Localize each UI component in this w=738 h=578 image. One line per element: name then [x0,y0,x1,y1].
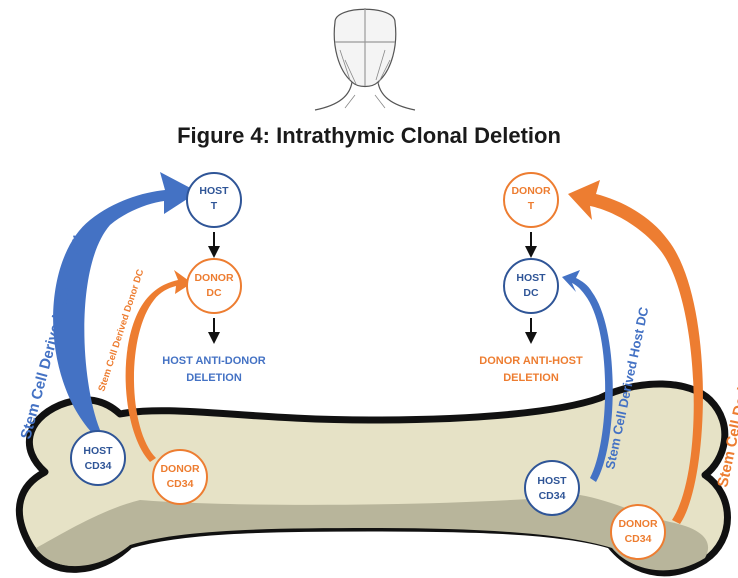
right-result-line2: DELETION [503,372,559,384]
left-result-line1: HOST ANTI-DONOR [162,355,266,367]
right-result-line1: DONOR ANTI-HOST [479,355,583,367]
right-donor-cd34-line2: CD34 [625,533,652,545]
right-host-cd34-line1: HOST [537,475,567,487]
right-donor-t-line2: T [528,200,535,212]
left-result-line2: DELETION [186,372,242,384]
left-donor-dc-line1: DONOR [194,272,234,284]
left-host-t-line1: HOST [199,185,229,197]
left-donor-dc-node: DONOR DC [186,258,242,314]
left-host-cd34-node: HOST CD34 [70,430,126,486]
bone-shadow [36,495,709,571]
right-host-dc-line2: DC [523,287,539,299]
head-sketch-icon [314,8,416,111]
right-host-dc-arrow [562,270,613,482]
right-donor-cd34-line1: DONOR [618,518,658,530]
left-donor-dc-line2: DC [206,287,222,299]
right-host-dc-line1: HOST [516,272,546,284]
right-host-cd34-line2: CD34 [539,490,566,502]
figure-title: Figure 4: Intrathymic Clonal Deletion [177,123,561,148]
left-donor-dc-arrow [125,270,192,462]
right-host-dc-node: HOST DC [503,258,559,314]
left-host-t-node: HOST T [186,172,242,228]
left-host-t-arrow [53,172,198,436]
bone-icon [15,380,731,577]
right-donor-cd34-node: DONOR CD34 [610,504,666,560]
right-donor-t-line1: DONOR [511,185,551,197]
left-host-cd34-line2: CD34 [85,460,112,472]
left-donor-cd34-node: DONOR CD34 [152,449,208,505]
right-donor-t-arrow [568,180,703,524]
left-host-cd34-line1: HOST [83,445,113,457]
left-host-t-line2: T [211,200,218,212]
right-host-cd34-node: HOST CD34 [524,460,580,516]
right-donor-t-node: DONOR T [503,172,559,228]
left-donor-cd34-line2: CD34 [167,478,194,490]
left-donor-cd34-line1: DONOR [160,463,200,475]
